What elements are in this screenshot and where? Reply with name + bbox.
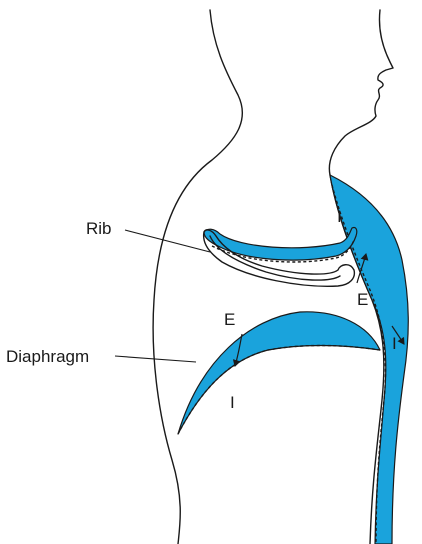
diaphragm-inspiration-label: I: [230, 393, 235, 412]
diaphragm-expiration-label: E: [224, 310, 235, 329]
rib-label: Rib: [86, 219, 112, 238]
back-outline: [153, 10, 242, 544]
chest-wall-expansion: [330, 175, 408, 544]
rib-inspiratory-position: [204, 227, 357, 260]
rib-leader-line: [125, 230, 210, 252]
diaphragm-label: Diaphragm: [6, 347, 89, 366]
rib-expiration-label: E: [357, 290, 368, 309]
diaphragm-leader-line: [115, 356, 196, 362]
diaphragm-dome: [178, 312, 380, 434]
diaphragm-resting-line: [178, 346, 380, 435]
chest-inspiration-label: I: [392, 334, 397, 353]
face-profile: [329, 10, 393, 175]
rib-inspiration-label: I: [337, 207, 342, 226]
